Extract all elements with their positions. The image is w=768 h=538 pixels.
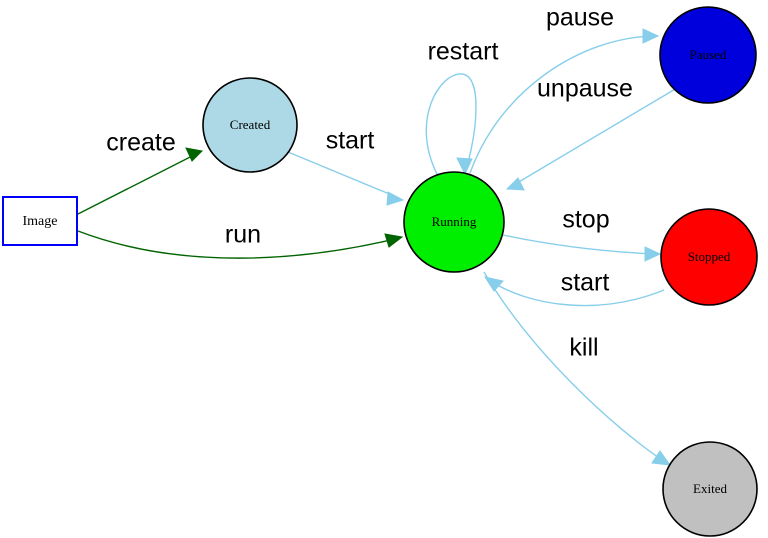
edge-pause — [469, 28, 660, 174]
edge-line-pause — [469, 35, 654, 174]
node-label-exited: Exited — [693, 481, 727, 496]
node-label-image: Image — [23, 214, 58, 229]
node-circle-exited[interactable] — [662, 441, 758, 537]
edge-arrowhead-unpause — [505, 177, 525, 191]
edge-label-create: create — [106, 129, 175, 157]
node-image[interactable]: Image — [2, 196, 78, 246]
node-running[interactable]: Running — [403, 171, 505, 273]
edges-layer — [77, 28, 678, 466]
edge-line-restart — [425, 73, 477, 175]
node-exited[interactable]: Exited — [662, 441, 758, 537]
node-label-stopped: Stopped — [688, 249, 731, 264]
edge-arrowhead-start_created — [386, 191, 405, 206]
edge-restart — [425, 73, 477, 176]
node-paused[interactable]: Paused — [659, 6, 757, 104]
edge-label-unpause: unpause — [537, 75, 633, 103]
edge-arrowhead-run — [384, 233, 404, 248]
edge-line-stop — [502, 234, 656, 255]
edge-unpause — [505, 87, 678, 191]
edge-labels-layer: create run start restart pause unpause stop sta… — [106, 4, 633, 362]
edge-line-start_created — [287, 151, 400, 199]
edge-line-create — [77, 150, 203, 215]
node-label-paused: Paused — [690, 47, 727, 62]
edge-kill — [483, 271, 672, 466]
edge-label-start_created: start — [326, 127, 375, 155]
node-circle-created[interactable] — [202, 77, 298, 173]
node-circle-running[interactable] — [403, 171, 505, 273]
edge-stop — [502, 234, 662, 262]
edge-create — [77, 147, 204, 215]
node-circle-stopped[interactable] — [660, 208, 758, 306]
edge-label-run: run — [225, 221, 261, 249]
node-label-running: Running — [432, 214, 477, 229]
node-stopped[interactable]: Stopped — [660, 208, 758, 306]
edge-line-start_stopped — [488, 279, 665, 307]
edge-label-stop: stop — [562, 206, 609, 234]
node-rect-image[interactable] — [2, 196, 78, 246]
edge-line-run — [77, 230, 400, 259]
edge-arrowhead-create — [185, 147, 204, 162]
edge-start_created — [287, 151, 405, 206]
edge-label-restart: restart — [428, 38, 499, 66]
edge-label-kill: kill — [569, 334, 598, 362]
edge-arrowhead-pause — [642, 28, 660, 44]
edge-line-unpause — [511, 87, 678, 187]
node-circle-paused[interactable] — [659, 6, 757, 104]
node-label-created: Created — [230, 117, 271, 132]
edge-arrowhead-stop — [644, 246, 662, 262]
edge-label-pause: pause — [546, 4, 614, 32]
edge-arrowhead-kill — [651, 450, 672, 466]
node-created[interactable]: Created — [202, 77, 298, 173]
edge-arrowhead-restart — [456, 157, 473, 176]
edge-line-kill — [483, 271, 666, 463]
edge-label-start_stopped: start — [561, 269, 610, 297]
edge-run — [77, 230, 404, 259]
